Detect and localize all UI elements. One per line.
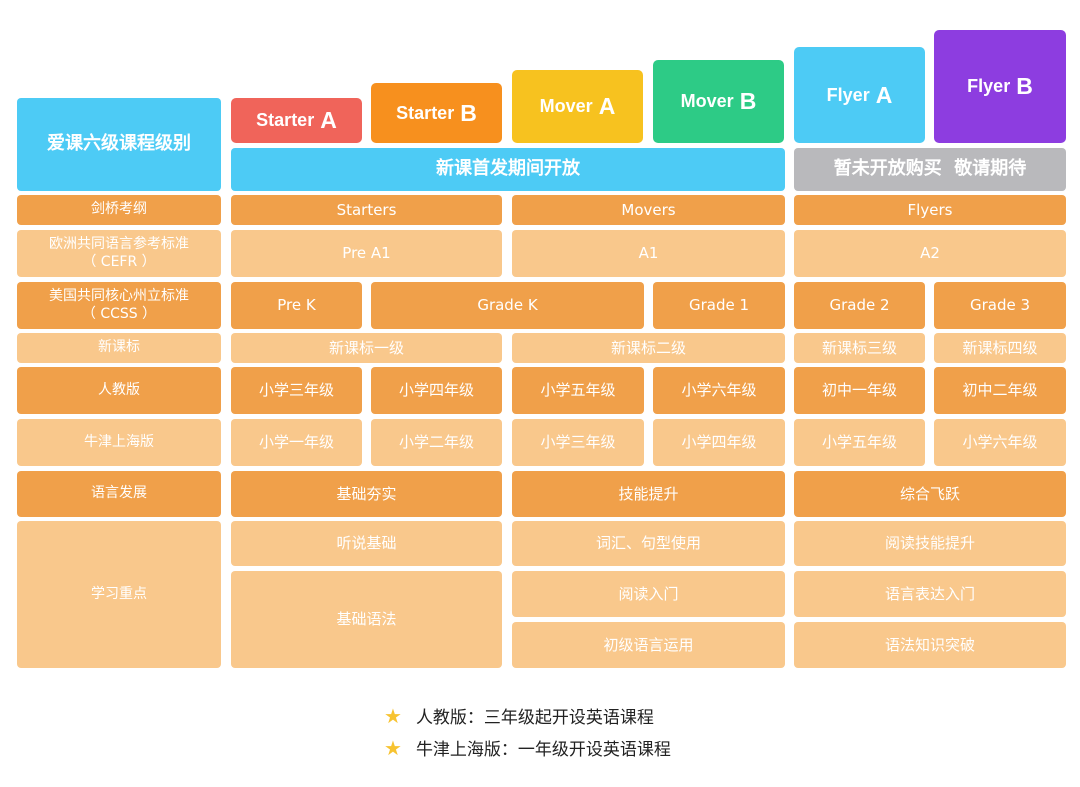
star-icon: ★: [384, 735, 402, 760]
level-letter: A: [598, 93, 616, 119]
level-word: Mover: [680, 91, 734, 111]
focus-cell: 阅读技能提升: [794, 521, 1066, 566]
row-label-oxford: 牛津上海版: [17, 419, 221, 466]
level-letter: B: [460, 99, 477, 126]
pep-cell: 小学五年级: [512, 367, 644, 414]
row-label-language-dev: 语言发展: [17, 471, 221, 517]
level-word: Starter: [256, 110, 315, 130]
ccss-cell: Grade 1: [653, 282, 785, 329]
row-label-learning-focus: 学习重点: [17, 521, 221, 668]
focus-cell: 语言表达入门: [794, 571, 1066, 617]
star-icon: ★: [384, 703, 402, 728]
level-letter: B: [1016, 73, 1033, 99]
level-letter: A: [320, 107, 337, 133]
level-word: Flyer: [967, 76, 1011, 96]
cambridge-cell: Starters: [231, 195, 502, 225]
focus-cell: 词汇、句型使用: [512, 521, 785, 566]
level-letter: A: [875, 81, 893, 108]
focus-cell: 基础语法: [231, 571, 502, 668]
language-dev-cell: 综合飞跃: [794, 471, 1066, 517]
level-word: Starter: [396, 102, 455, 123]
language-dev-cell: 技能提升: [512, 471, 785, 517]
oxford-cell: 小学三年级: [512, 419, 644, 466]
cefr-cell: A1: [512, 230, 785, 277]
level-letter: B: [739, 88, 757, 114]
row-label-cefr: 欧洲共同语言参考标准 （ CEFR ）: [17, 230, 221, 277]
level-word: Flyer: [826, 84, 870, 105]
ccss-cell: Grade K: [371, 282, 644, 329]
new-standard-cell: 新课标四级: [934, 333, 1066, 363]
level-word: Mover: [539, 96, 593, 116]
new-standard-cell: 新课标一级: [231, 333, 502, 363]
oxford-cell: 小学六年级: [934, 419, 1066, 466]
cefr-cell: A2: [794, 230, 1066, 277]
focus-cell: 初级语言运用: [512, 622, 785, 668]
oxford-cell: 小学五年级: [794, 419, 925, 466]
cambridge-cell: Movers: [512, 195, 785, 225]
banner-closed: 暂未开放购买 敬请期待: [794, 148, 1066, 191]
banner-open: 新课首发期间开放: [231, 148, 785, 191]
row-label-pep: 人教版: [17, 367, 221, 414]
cefr-cell: Pre A1: [231, 230, 502, 277]
ccss-cell: Pre K: [231, 282, 362, 329]
focus-cell: 阅读入门: [512, 571, 785, 617]
pep-cell: 初中二年级: [934, 367, 1066, 414]
oxford-cell: 小学四年级: [653, 419, 785, 466]
pep-cell: 小学三年级: [231, 367, 362, 414]
oxford-cell: 小学二年级: [371, 419, 502, 466]
oxford-cell: 小学一年级: [231, 419, 362, 466]
pep-cell: 小学四年级: [371, 367, 502, 414]
new-standard-cell: 新课标三级: [794, 333, 925, 363]
pep-cell: 小学六年级: [653, 367, 785, 414]
new-standard-cell: 新课标二级: [512, 333, 785, 363]
table-title: 爱课六级课程级别: [17, 98, 221, 191]
row-label-cambridge: 剑桥考纲: [17, 195, 221, 225]
legend-text: 人教版：三年级起开设英语课程: [415, 708, 654, 728]
focus-cell: 听说基础: [231, 521, 502, 566]
cambridge-cell: Flyers: [794, 195, 1066, 225]
row-label-new-standard: 新课标: [17, 333, 221, 363]
legend-text: 牛津上海版：一年级开设英语课程: [415, 740, 671, 760]
pep-cell: 初中一年级: [794, 367, 925, 414]
ccss-cell: Grade 2: [794, 282, 925, 329]
ccss-cell: Grade 3: [934, 282, 1066, 329]
legend-item-oxford: ★ 牛津上海版：一年级开设英语课程: [384, 735, 671, 761]
legend-item-pep: ★ 人教版：三年级起开设英语课程: [384, 703, 654, 729]
focus-cell: 语法知识突破: [794, 622, 1066, 668]
language-dev-cell: 基础夯实: [231, 471, 502, 517]
row-label-ccss: 美国共同核心州立标准 （ CCSS ）: [17, 282, 221, 329]
